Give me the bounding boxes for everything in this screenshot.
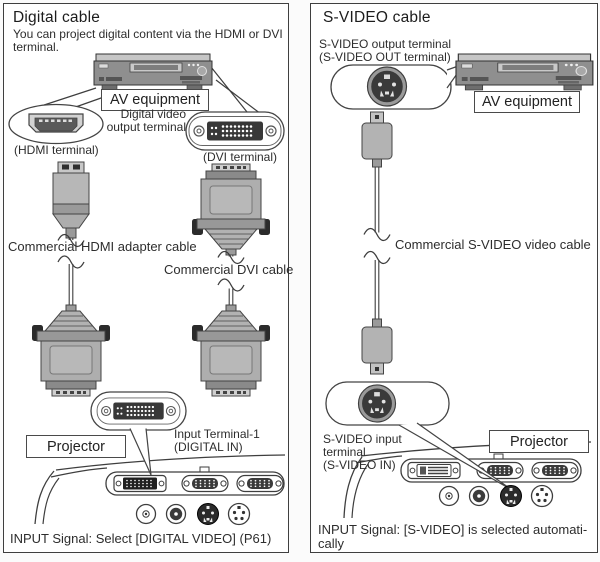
svideo-output-balloon bbox=[330, 64, 452, 110]
panel-description: You can project digital content via the … bbox=[13, 27, 283, 54]
video-audio-jacks-icon bbox=[135, 502, 251, 526]
dvi-cable-caption: Commercial DVI cable bbox=[164, 262, 294, 277]
av-equipment-label: AV equipment bbox=[101, 89, 209, 111]
svideo-cable-panel: S-VIDEO cable S-VIDEO output terminal (S… bbox=[310, 3, 598, 553]
svideo-cable-caption: Commercial S-VIDEO video cable bbox=[395, 237, 591, 252]
balloon-tail bbox=[129, 428, 152, 476]
input-signal-note: INPUT Signal: [S-VIDEO] is selected auto… bbox=[318, 522, 588, 551]
cable bbox=[228, 288, 234, 305]
dvi-terminal-balloon bbox=[185, 111, 285, 151]
dvi-input-balloon bbox=[90, 391, 187, 431]
svideo-plug-icon bbox=[361, 111, 393, 168]
av-equipment-icon bbox=[93, 53, 213, 91]
dvi-input-port-icon bbox=[407, 461, 461, 480]
vga-port-icon bbox=[476, 461, 524, 480]
callout-line bbox=[37, 87, 97, 108]
projector-label: Projector bbox=[26, 435, 126, 458]
cable-break-icon bbox=[217, 278, 245, 292]
hdmi-terminal-balloon bbox=[8, 103, 104, 145]
svideo-input-terminal-caption: S-VIDEO input terminal (S-VIDEO IN) bbox=[323, 432, 402, 472]
av-equipment-icon bbox=[455, 53, 594, 91]
dvi-port-icon bbox=[188, 115, 282, 147]
dvi-input-port-icon bbox=[113, 474, 167, 493]
page-title: Digital cable bbox=[13, 9, 101, 26]
svideo-plug-icon bbox=[361, 318, 393, 375]
cable bbox=[228, 255, 234, 257]
svideo-port-icon bbox=[365, 65, 409, 108]
cable-break-icon bbox=[363, 250, 391, 265]
digital-cable-panel: Digital cable You can project digital co… bbox=[3, 3, 293, 553]
vga-port-icon bbox=[236, 474, 284, 493]
page-title: S-VIDEO cable bbox=[323, 9, 431, 26]
cable bbox=[68, 264, 74, 305]
input-signal-note: INPUT Signal: Select [DIGITAL VIDEO] (P6… bbox=[10, 531, 272, 546]
av-equipment-label: AV equipment bbox=[474, 91, 580, 113]
hdmi-cable-caption: Commercial HDMI adapter cable bbox=[8, 239, 197, 254]
dvi-terminal-caption: (DVI terminal) bbox=[203, 150, 278, 164]
cable bbox=[374, 260, 380, 319]
svideo-port-icon bbox=[356, 383, 398, 424]
projector-rear-icon bbox=[34, 454, 286, 525]
balloon-tail bbox=[446, 62, 466, 89]
svideo-output-terminal-caption: S-VIDEO output terminal (S-VIDEO OUT ter… bbox=[319, 37, 452, 64]
hdmi-terminal-caption: (HDMI terminal) bbox=[14, 143, 99, 157]
cable-break-icon bbox=[57, 255, 85, 269]
video-audio-jacks-icon bbox=[438, 484, 554, 508]
digital-cable-diagram bbox=[8, 53, 286, 526]
hdmi-plug-icon bbox=[52, 161, 90, 239]
vga-port-icon bbox=[531, 461, 579, 480]
input-terminal-caption: Input Terminal-1 (DIGITAL IN) bbox=[174, 427, 260, 454]
digital-video-output-terminal-label: Digital video output terminal bbox=[106, 107, 186, 134]
dvi-plug-icon bbox=[191, 304, 271, 397]
cable bbox=[374, 167, 380, 233]
callout-line bbox=[215, 79, 262, 115]
dvi-plug-icon bbox=[31, 304, 111, 397]
dvi-port-icon bbox=[96, 397, 181, 425]
projector-label: Projector bbox=[489, 430, 589, 453]
svideo-input-balloon bbox=[325, 381, 450, 426]
hdmi-port-icon bbox=[28, 113, 84, 133]
callout-line bbox=[206, 61, 248, 113]
dvi-plug-icon bbox=[191, 163, 271, 256]
cable-break-icon bbox=[363, 227, 391, 242]
vga-port-icon bbox=[181, 474, 229, 493]
